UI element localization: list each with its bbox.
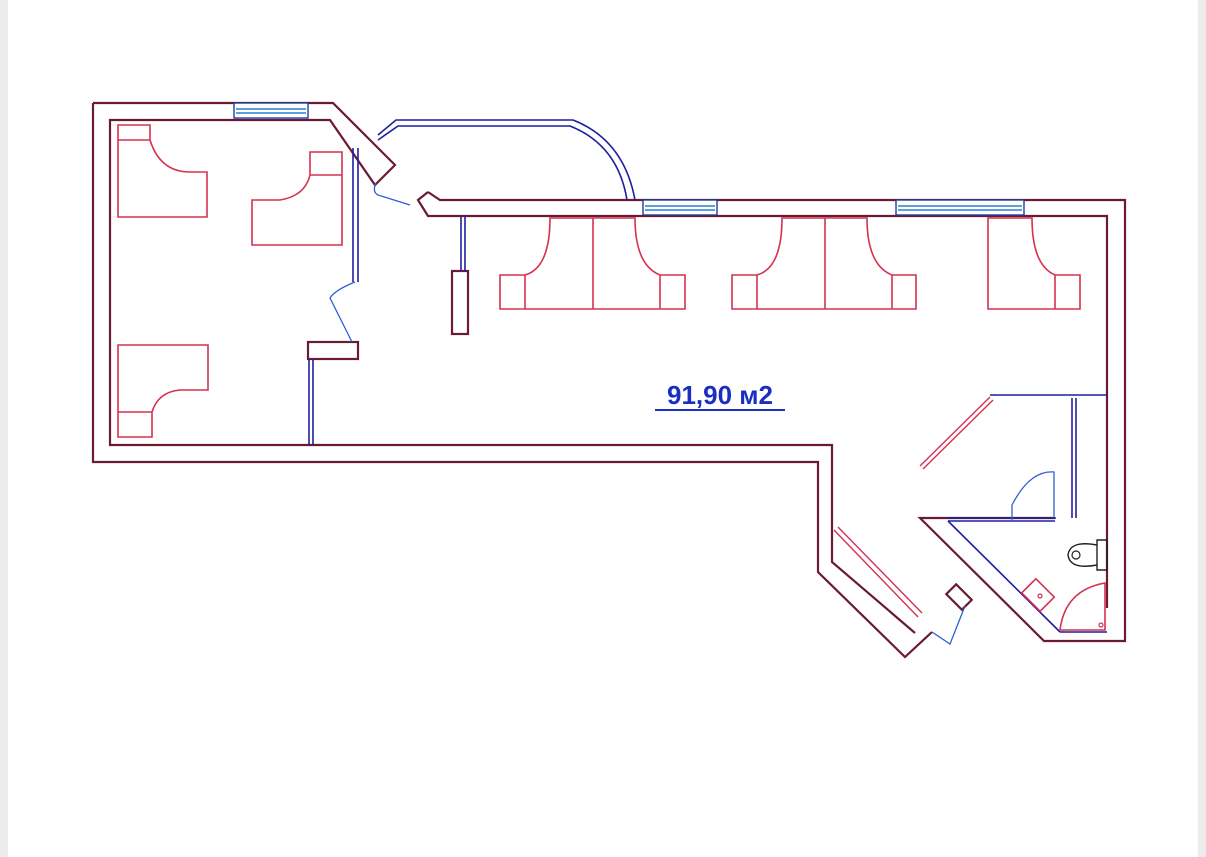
- outer-wall-top-outer: [427, 191, 1127, 643]
- curved-partition: [377, 119, 636, 201]
- window-diagonal: [833, 526, 923, 618]
- partition-wc-block: [947, 394, 1107, 633]
- partition-left-room: [308, 148, 359, 445]
- furniture: [117, 124, 1108, 631]
- desk: [987, 217, 1081, 310]
- outer-walls: [91, 101, 1127, 659]
- window-top-right: [895, 199, 1025, 216]
- door-main-entrance: [931, 605, 966, 645]
- desk: [251, 151, 343, 246]
- outer-wall-inner-left: [91, 103, 933, 659]
- desk: [117, 344, 209, 438]
- door-left-room: [329, 281, 356, 343]
- toilet: [1067, 539, 1108, 571]
- window-top-middle: [642, 199, 718, 216]
- desk-cluster: [499, 217, 686, 310]
- glass-partition: [919, 396, 994, 470]
- entrance-door-stub: [944, 582, 974, 612]
- desk: [117, 124, 208, 218]
- area-label: 91,90 м2: [667, 380, 773, 410]
- partitions: [308, 119, 1107, 633]
- outer-wall-outline: [93, 101, 397, 447]
- desk-cluster: [731, 217, 917, 310]
- sink: [1020, 577, 1056, 613]
- outer-wall-top: [416, 191, 1109, 395]
- shower: [1059, 582, 1106, 631]
- outer-wall-bottom-inner: [308, 443, 916, 634]
- door-entrance-left: [373, 182, 411, 206]
- column: [450, 269, 470, 336]
- area-label-group: 91,90 м2: [655, 380, 785, 411]
- wall-stub: [306, 340, 360, 361]
- windows: [233, 102, 1025, 618]
- window-top-left: [233, 102, 309, 119]
- partition-column-link: [460, 216, 466, 271]
- doors: [329, 182, 1055, 645]
- plan-sheet: [8, 0, 1198, 857]
- door-wc: [1011, 471, 1055, 521]
